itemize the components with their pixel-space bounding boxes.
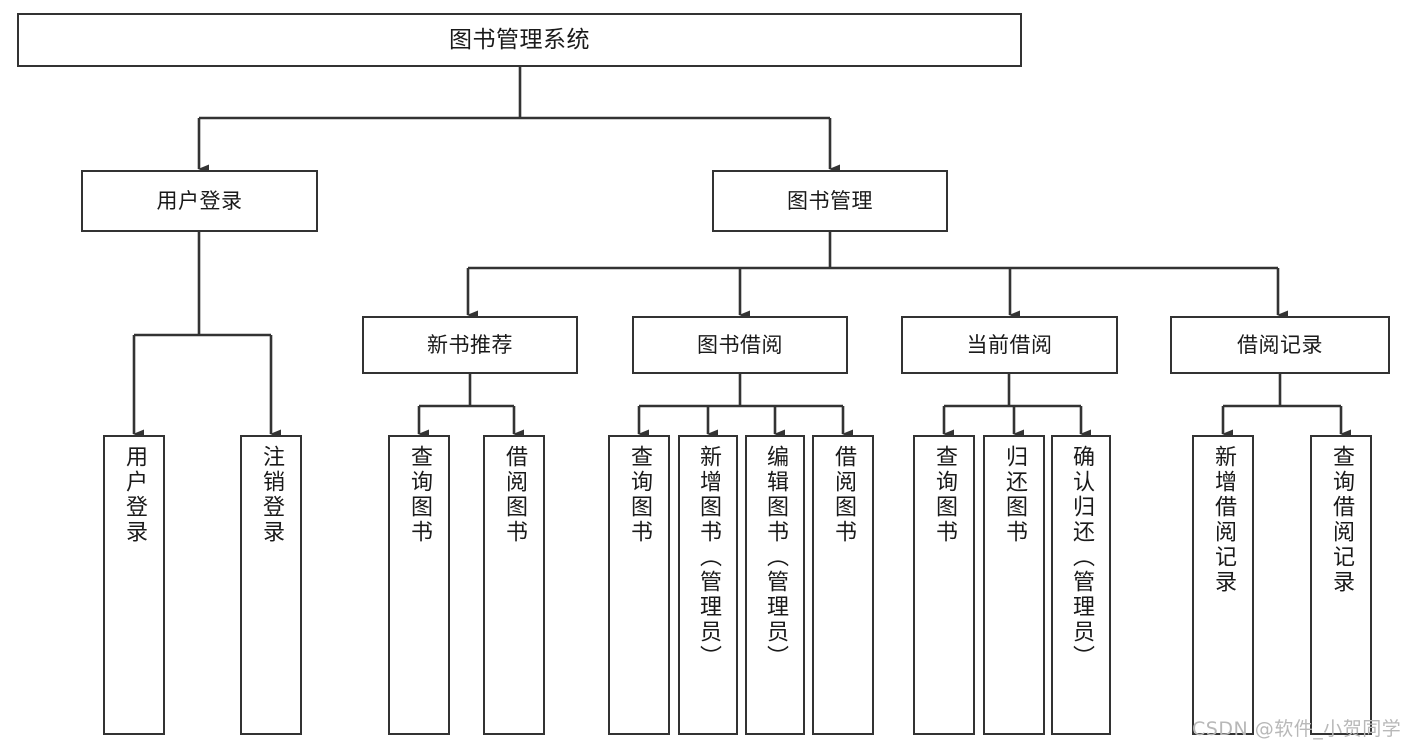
node-leaf-1[interactable]: 用户登录 bbox=[103, 435, 165, 735]
node-login[interactable]: 用户登录 bbox=[81, 170, 318, 232]
node-label: 新增图书（管理员） bbox=[696, 445, 721, 670]
node-label: 图书借阅 bbox=[697, 332, 783, 357]
node-current[interactable]: 当前借阅 bbox=[901, 316, 1118, 374]
node-label: 查询图书 bbox=[932, 445, 957, 545]
node-leaf-13[interactable]: 查询借阅记录 bbox=[1310, 435, 1372, 735]
watermark-label: CSDN @软件_小贺同学 bbox=[1192, 718, 1402, 740]
node-label: 用户登录 bbox=[156, 188, 243, 213]
node-label: 查询图书 bbox=[627, 445, 652, 545]
node-leaf-12[interactable]: 新增借阅记录 bbox=[1192, 435, 1254, 735]
node-records[interactable]: 借阅记录 bbox=[1170, 316, 1390, 374]
node-leaf-3[interactable]: 查询图书 bbox=[388, 435, 450, 735]
node-leaf-10[interactable]: 归还图书 bbox=[983, 435, 1045, 735]
node-label: 图书管理 bbox=[787, 188, 873, 213]
node-leaf-9[interactable]: 查询图书 bbox=[913, 435, 975, 735]
node-leaf-4[interactable]: 借阅图书 bbox=[483, 435, 545, 735]
node-label: 用户登录 bbox=[122, 445, 147, 545]
node-label: 注销登录 bbox=[259, 445, 284, 545]
node-bookmgmt[interactable]: 图书管理 bbox=[712, 170, 948, 232]
node-label: 新增借阅记录 bbox=[1211, 445, 1236, 595]
node-newbook[interactable]: 新书推荐 bbox=[362, 316, 578, 374]
node-label: 查询借阅记录 bbox=[1329, 445, 1354, 595]
node-leaf-7[interactable]: 编辑图书（管理员） bbox=[745, 435, 805, 735]
node-label: 查询图书 bbox=[407, 445, 432, 545]
node-label: 借阅图书 bbox=[831, 445, 856, 545]
node-label: 借阅记录 bbox=[1237, 332, 1323, 357]
node-label: 当前借阅 bbox=[966, 332, 1053, 357]
node-leaf-5[interactable]: 查询图书 bbox=[608, 435, 670, 735]
node-label: 归还图书 bbox=[1002, 445, 1027, 545]
node-label: 编辑图书（管理员） bbox=[763, 445, 788, 670]
node-label: 新书推荐 bbox=[427, 332, 513, 357]
node-root[interactable]: 图书管理系统 bbox=[17, 13, 1022, 67]
node-label: 借阅图书 bbox=[502, 445, 527, 545]
node-label: 图书管理系统 bbox=[449, 26, 590, 53]
node-leaf-2[interactable]: 注销登录 bbox=[240, 435, 302, 735]
node-leaf-8[interactable]: 借阅图书 bbox=[812, 435, 874, 735]
node-borrow[interactable]: 图书借阅 bbox=[632, 316, 848, 374]
node-leaf-6[interactable]: 新增图书（管理员） bbox=[678, 435, 738, 735]
node-label: 确认归还（管理员） bbox=[1069, 445, 1094, 670]
node-leaf-11[interactable]: 确认归还（管理员） bbox=[1051, 435, 1111, 735]
